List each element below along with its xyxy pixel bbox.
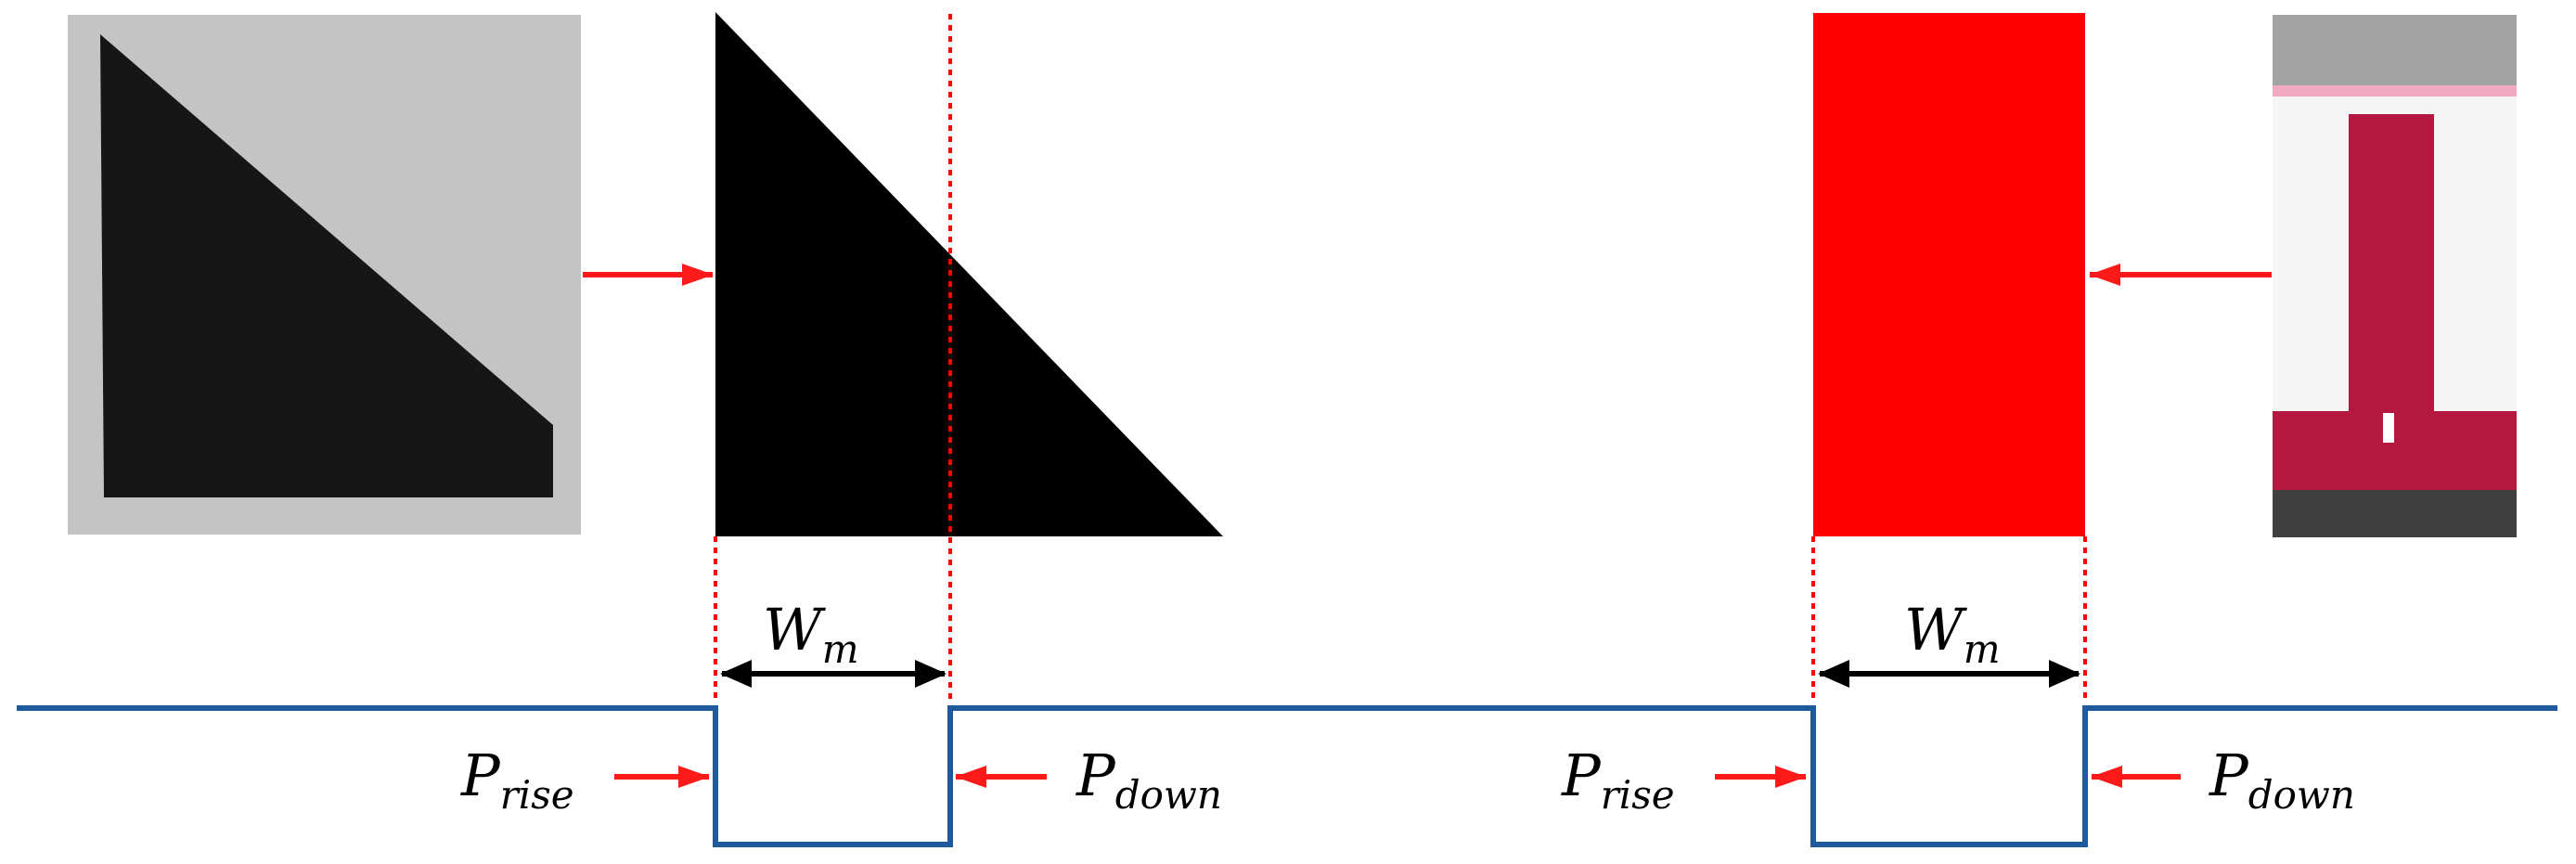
left-black-triangle <box>715 12 1223 536</box>
left-rise-label: Prise <box>460 741 574 818</box>
right-rise-label: Prise <box>1561 741 1675 818</box>
right-width-label: Wm <box>1904 596 2001 672</box>
right-red-rectangle <box>1813 13 2085 536</box>
right-photo-floor <box>2273 490 2517 537</box>
left-down-label: Pdown <box>1075 741 1222 818</box>
right-down-label: Pdown <box>2209 741 2355 818</box>
left-photo-triangle <box>100 34 553 497</box>
right-photo <box>2273 15 2517 537</box>
right-photo-light-strip <box>2273 85 2517 97</box>
left-width-label: Wm <box>763 596 859 672</box>
right-photo-base <box>2273 411 2517 501</box>
right-photo-stem <box>2349 114 2434 424</box>
left-photo <box>68 15 581 535</box>
signal-waveform <box>17 705 2557 847</box>
right-photo-sky <box>2273 15 2517 91</box>
right-photo-slot <box>2383 413 2394 443</box>
